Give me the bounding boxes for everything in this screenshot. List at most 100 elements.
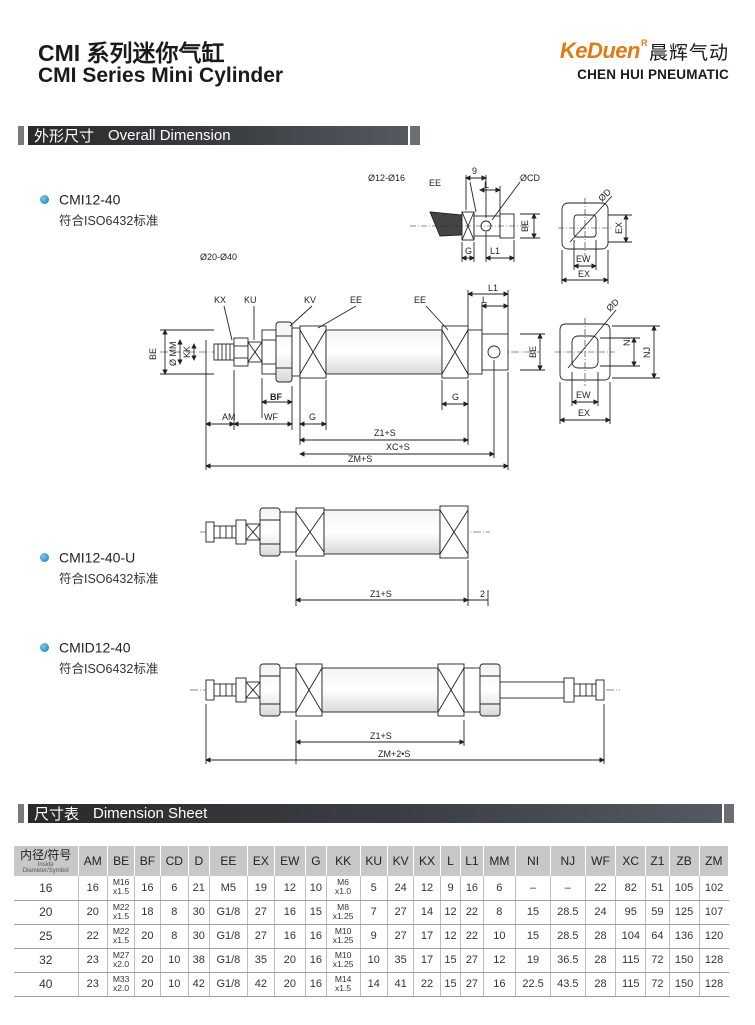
table-cell: 19 [515, 948, 551, 973]
table-cell: 82 [615, 876, 647, 901]
table-cell: 20 [134, 972, 161, 997]
label-ex: EX [578, 408, 590, 418]
table-cell: 9 [360, 924, 388, 949]
table-cell: – [550, 876, 586, 901]
table-cell: 21 [188, 876, 210, 901]
label-g: G [465, 246, 472, 256]
table-cell: 22 [460, 900, 484, 925]
table-cell: G1/8 [209, 900, 249, 925]
table-header-zm: ZM [699, 846, 730, 876]
table-cell: 23 [78, 948, 108, 973]
table-cell: G1/8 [209, 948, 249, 973]
table-header-ku: KU [360, 846, 388, 876]
label-z1s: Z1+S [370, 589, 392, 599]
table-cell: 38 [188, 948, 210, 973]
table-cell: 12 [440, 924, 462, 949]
section-title-en: Dimension Sheet [93, 805, 208, 822]
table-header-l1: L1 [460, 846, 484, 876]
table-cell: 10 [483, 924, 517, 949]
table-cell: 6 [160, 876, 190, 901]
table-cell: 72 [645, 972, 670, 997]
brand-logo-text: KeDuen [559, 38, 641, 63]
table-cell: 15 [515, 924, 551, 949]
table-cell: 59 [645, 900, 670, 925]
drawing-cmid12-40 [190, 663, 620, 764]
label-2: 2 [480, 589, 485, 599]
table-cell-bore: 25 [14, 924, 79, 949]
table-cell: 28.5 [550, 900, 586, 925]
label-l: L [482, 295, 487, 305]
table-header-am: AM [78, 846, 108, 876]
table-cell: 35 [387, 948, 415, 973]
table-cell: 150 [669, 972, 700, 997]
table-cell: 36.5 [550, 948, 586, 973]
table-cell: 10 [160, 972, 190, 997]
table-cell: 136 [669, 924, 700, 949]
section-bar-overall: 外形尺寸 Overall Dimension [18, 126, 420, 145]
label-range-small: Ø12-Ø16 [368, 173, 405, 183]
table-cell: 15 [440, 972, 462, 997]
label-ku: KU [244, 295, 257, 305]
page-title-en: CMI Series Mini Cylinder [38, 64, 284, 87]
table-cell: 128 [699, 972, 729, 997]
drawing-small-end-view [558, 195, 632, 284]
table-cell: 28 [585, 924, 617, 949]
table-cell: 16 [274, 900, 307, 925]
label-kk: KK [182, 346, 192, 358]
table-cell: 28.5 [550, 924, 586, 949]
label-d: ØD [604, 296, 621, 313]
brand-block: KeDuen R 晨辉气动 CHEN HUI PNEUMATIC [529, 38, 729, 82]
table-cell: 30 [188, 900, 210, 925]
label-be: BE [148, 348, 158, 360]
table-header-l: L [440, 846, 462, 876]
table-cell: 7 [360, 900, 388, 925]
table-cell: 64 [645, 924, 670, 949]
label-am: AM [222, 412, 236, 422]
table-cell: 115 [615, 972, 647, 997]
table-header-zb: ZB [669, 846, 700, 876]
table-header-ni: NI [515, 846, 551, 876]
drawing-main-cylinder [160, 290, 545, 470]
table-cell: 15 [305, 900, 327, 925]
label-l1: L1 [490, 246, 500, 256]
table-cell: 28 [585, 948, 617, 973]
table-cell-bore: 16 [14, 876, 79, 901]
table-cell: 19 [247, 876, 275, 901]
table-header-ex: EX [247, 846, 275, 876]
table-cell: 17 [413, 924, 441, 949]
table-cell: 72 [645, 948, 670, 973]
table-cell: 104 [615, 924, 647, 949]
table-cell-bore: 20 [14, 900, 79, 925]
table-header-kk: KK [326, 846, 361, 876]
table-header-be: BE [107, 846, 136, 876]
table-cell: 16 [483, 972, 517, 997]
table-cell: 107 [699, 900, 729, 925]
table-header-g: G [305, 846, 327, 876]
table-cell: 22 [413, 972, 441, 997]
table-header-mm: MM [483, 846, 517, 876]
table-cell-bore: 40 [14, 972, 79, 997]
label-ew: EW [576, 254, 591, 264]
table-cell: 10 [360, 948, 388, 973]
table-cell: 12 [274, 876, 307, 901]
label-ni: NI [622, 337, 632, 346]
table-cell: 10 [305, 876, 327, 901]
table-header-xc: XC [615, 846, 647, 876]
table-cell: 10 [160, 948, 190, 973]
label-mm: Ø MM [168, 342, 178, 367]
label-bf: BF [270, 392, 282, 402]
label-9: 9 [472, 166, 477, 176]
table-cell: 27 [460, 972, 484, 997]
table-cell: 12 [413, 876, 441, 901]
table-cell: 128 [699, 948, 729, 973]
bullet-icon [40, 194, 49, 204]
label-ex: EX [578, 269, 590, 279]
drawing-main-end-view [555, 309, 660, 424]
section-title-en: Overall Dimension [108, 127, 231, 144]
